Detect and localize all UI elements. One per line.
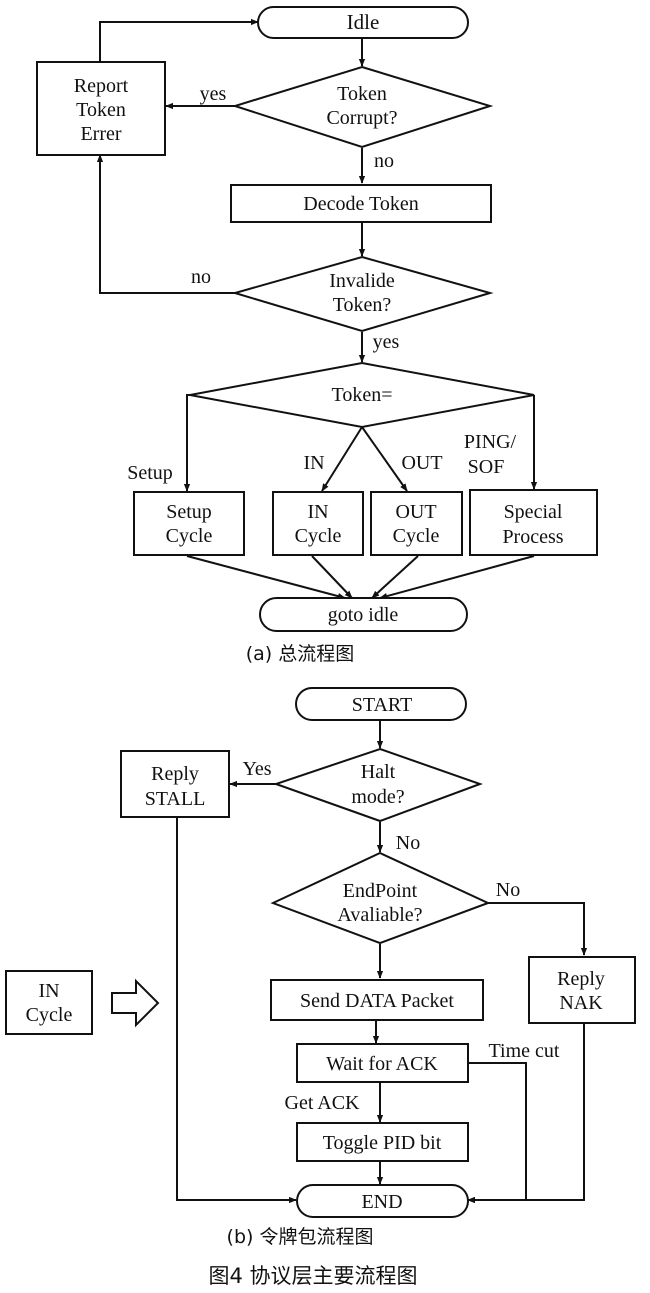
branch-ping-label-1: PING/ [464, 431, 517, 453]
endpoint-label-2: Avaliable? [337, 904, 422, 926]
diagram-b-edges [176, 720, 588, 1204]
edge-nak-to-end [467, 1023, 585, 1204]
reply-stall-box [120, 750, 230, 818]
setup-cycle-label-1: Setup [166, 501, 212, 523]
no-label-b-2: No [496, 879, 520, 901]
special-process-box [469, 489, 598, 556]
diagram-b: START Reply STALL Halt mode? Yes No EndP… [5, 687, 636, 1248]
branch-ping-label-2: SOF [468, 456, 505, 478]
toggle-pid-label: Toggle PID bit [323, 1132, 442, 1154]
edge-wait-timeout-to-end [467, 1062, 527, 1204]
no-label-b-1: No [396, 832, 420, 854]
goto-idle-terminal [259, 597, 468, 632]
wait-ack-label: Wait for ACK [326, 1053, 438, 1075]
report-error-label-1: Report [74, 75, 129, 97]
goto-idle-label: goto idle [328, 604, 399, 626]
special-process-label-2: Process [502, 526, 563, 548]
invalide-token-decision [231, 255, 494, 333]
report-error-label-2: Token [76, 99, 126, 121]
yes-label-2: yes [373, 331, 400, 353]
invalide-token-label-2: Token? [333, 294, 392, 316]
edge-in-to-goto [311, 555, 353, 599]
yes-label-1: yes [200, 83, 227, 105]
edge-stall-to-end [176, 817, 297, 1204]
start-label: START [352, 694, 413, 716]
reply-stall-label-2: STALL [145, 788, 206, 810]
idle-terminal [257, 6, 469, 39]
branch-out-label: OUT [401, 452, 442, 474]
time-cut-label: Time cut [489, 1040, 560, 1062]
reply-nak-label-1: Reply [557, 968, 605, 990]
token-corrupt-label-2: Corrupt? [326, 107, 397, 129]
edge-token-to-setup [183, 394, 191, 492]
right-arrow-icon [111, 978, 160, 1028]
edge-endpoint-no-to-nak [488, 902, 588, 956]
out-cycle-label-2: Cycle [393, 525, 440, 547]
send-data-box [270, 979, 484, 1021]
halt-mode-label-1: Halt [361, 761, 396, 783]
edge-token-to-out [361, 426, 408, 492]
decode-token-box [230, 184, 492, 223]
out-cycle-label-1: OUT [395, 501, 436, 523]
reply-nak-box [528, 956, 636, 1024]
in-cycle-box-b [5, 970, 93, 1035]
halt-mode-label-2: mode? [351, 786, 404, 808]
edge-out-to-goto [371, 555, 419, 599]
start-terminal [295, 687, 467, 721]
no-label-2: no [191, 266, 211, 288]
edge-invalide-no-to-report [96, 154, 235, 294]
caption-b: (b) 令牌包流程图 [227, 1226, 374, 1248]
get-ack-label: Get ACK [285, 1092, 361, 1114]
no-label-1: no [374, 150, 394, 172]
branch-setup-label: Setup [127, 462, 173, 484]
decode-token-label: Decode Token [303, 193, 418, 215]
token-eq-decision [189, 361, 535, 429]
diagram-a: Idle Report Token Errer Token Corrupt? y… [36, 6, 598, 665]
token-corrupt-decision [231, 65, 494, 149]
edge-report-to-idle [99, 18, 259, 61]
setup-cycle-box [133, 491, 245, 556]
token-corrupt-label-1: Token [337, 83, 387, 105]
yes-label-b: Yes [242, 758, 271, 780]
halt-mode-decision [272, 747, 483, 823]
in-cycle-b-label-1: IN [38, 980, 59, 1002]
figure-title: 图4 协议层主要流程图 [208, 1264, 417, 1288]
report-error-box [36, 61, 166, 156]
token-eq-label: Token= [332, 384, 393, 406]
endpoint-label-1: EndPoint [343, 880, 418, 902]
endpoint-decision [270, 851, 491, 945]
wait-ack-box [296, 1043, 469, 1083]
branch-in-label: IN [303, 452, 324, 474]
in-cycle-label-2: Cycle [295, 525, 342, 547]
in-cycle-b-label-2: Cycle [26, 1004, 73, 1026]
reply-nak-label-2: NAK [559, 992, 603, 1014]
edge-special-to-goto [379, 555, 535, 600]
end-terminal [296, 1184, 469, 1218]
invalide-token-label-1: Invalide [329, 270, 395, 292]
edge-token-to-in [321, 426, 363, 492]
diagram-a-edges [96, 18, 538, 600]
end-label: END [361, 1191, 402, 1213]
edge-setup-to-goto [186, 555, 346, 600]
toggle-pid-box [296, 1122, 469, 1162]
setup-cycle-label-2: Cycle [166, 525, 213, 547]
out-cycle-box [370, 491, 463, 556]
special-process-label-1: Special [504, 501, 563, 523]
reply-stall-label-1: Reply [151, 763, 199, 785]
in-cycle-label-1: IN [307, 501, 328, 523]
report-error-label-3: Errer [80, 123, 121, 145]
send-data-label: Send DATA Packet [300, 990, 454, 1012]
in-cycle-box [272, 491, 364, 556]
caption-a: (a) 总流程图 [246, 643, 355, 665]
idle-label: Idle [347, 10, 380, 34]
